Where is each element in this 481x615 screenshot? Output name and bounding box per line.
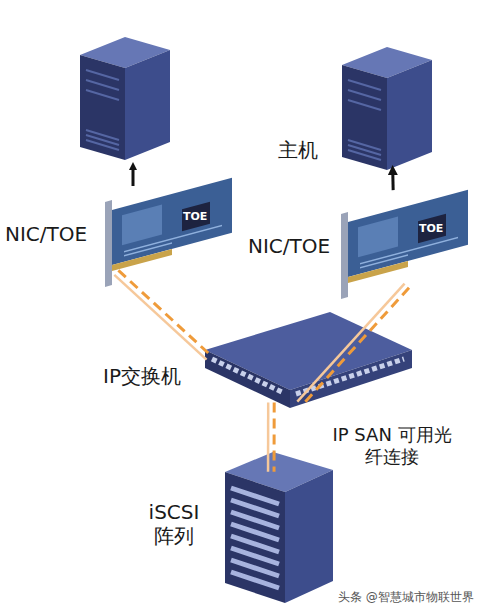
server-tower [342,47,432,170]
nic-card [341,180,468,299]
cable-line [297,284,404,402]
arrow [132,166,135,186]
link-note: IP SAN 可用光纤连接 [328,424,456,467]
cable-line [267,402,270,471]
nic-card: NIC/TOETOE [108,178,238,283]
chip-label: TOE [183,210,207,223]
iscsi-array: iSCSI 阵列 [225,452,333,604]
ip-switch [205,312,412,408]
nic-card [105,168,232,287]
connector [392,170,393,190]
node-heading: IP交换机 [103,364,181,388]
cable-line [114,275,206,360]
host-server: 主机 [338,45,434,170]
connector [114,270,210,359]
storage-rack [225,452,333,603]
ip-switch: IP交换机 [200,308,412,413]
cable-line [302,288,409,406]
node-heading: iSCSI 阵列 [143,500,205,548]
cable-line [273,403,276,472]
nic-card: NIC/TOETOE [343,188,475,293]
node-heading: NIC/TOE [5,222,87,246]
connector [268,402,274,471]
arrow [391,170,394,190]
watermark: 头条 @智慧城市物联世界 [338,590,474,604]
node-heading: 主机 [278,138,318,162]
chip-label: TOE [419,222,443,235]
cable-line [118,270,210,355]
connector [297,284,409,406]
server-tower [80,37,170,160]
node-heading: NIC/TOE [248,234,330,258]
